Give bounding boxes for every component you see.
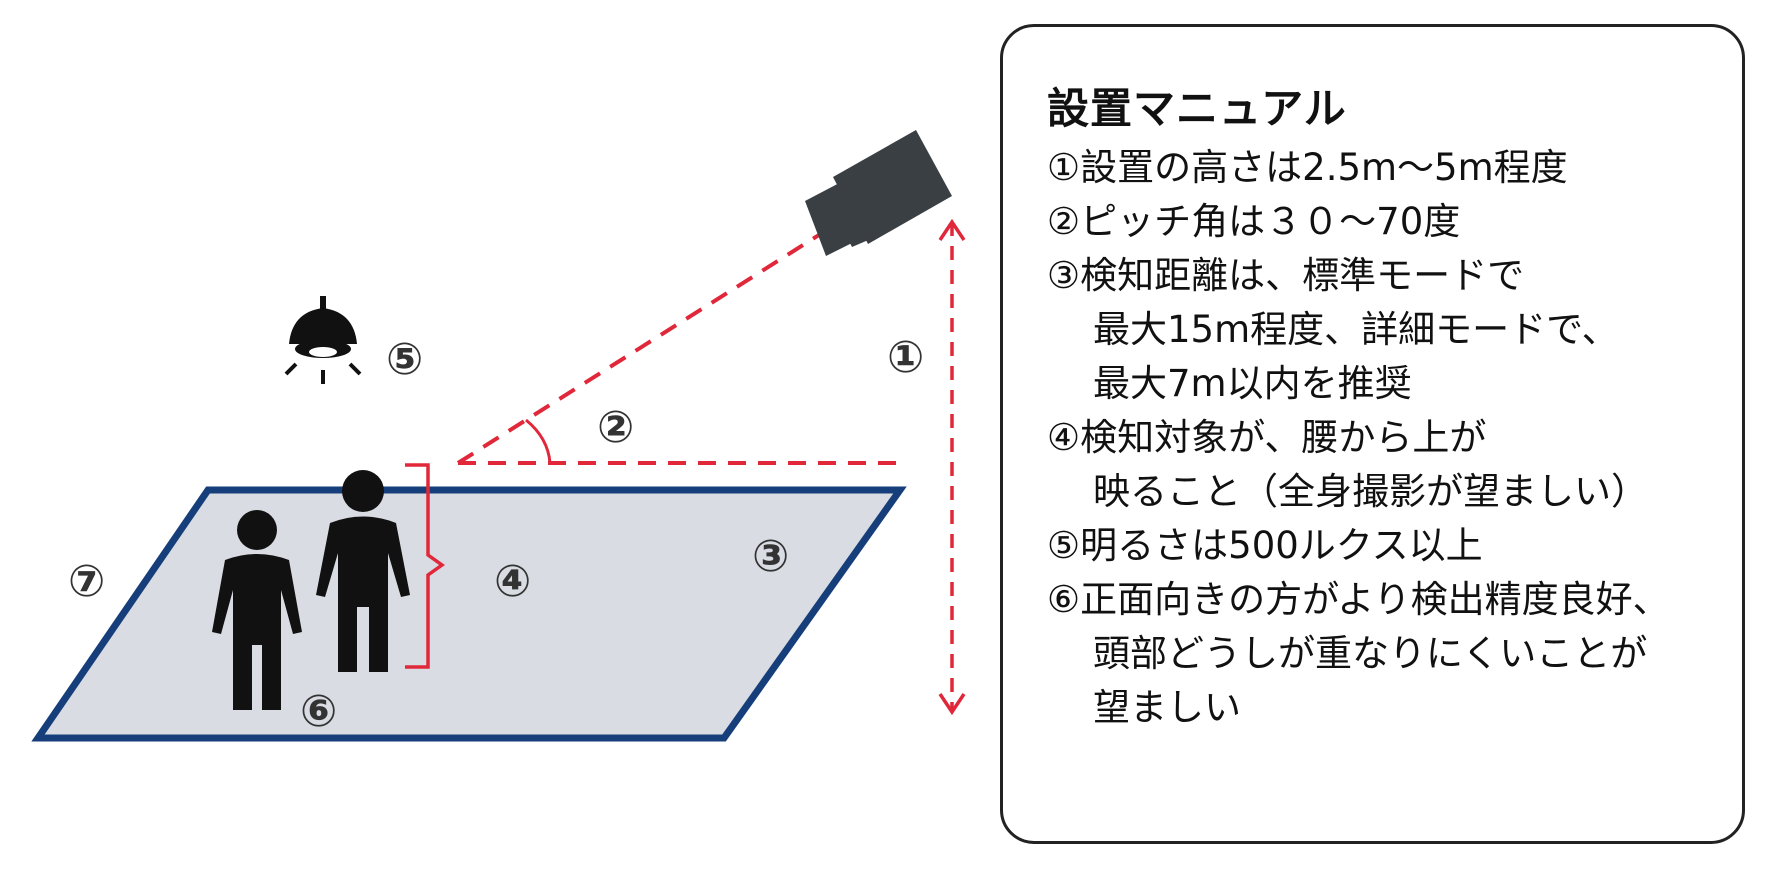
lamp-icon — [284, 296, 362, 384]
item-number: ④ — [1047, 416, 1081, 459]
manual-item: ⑤明るさは500ルクス以上 — [1047, 519, 1702, 573]
person-icon — [212, 510, 302, 710]
manual-item: ②ピッチ角は３０〜70度 — [1047, 195, 1702, 249]
person-icon — [316, 470, 410, 672]
item-number: ② — [1047, 200, 1081, 243]
label-distance: ③ — [752, 531, 789, 582]
camera-icon — [805, 130, 952, 256]
item-number: ⑥ — [1047, 578, 1081, 621]
label-brightness: ⑤ — [386, 334, 423, 385]
manual-item: ⑥正面向きの方がより検出精度良好、 頭部どうしが重なりにくいことが 望ましい — [1047, 573, 1702, 735]
item-number: ① — [1047, 146, 1081, 189]
item-text: 設置の高さは2.5m〜5m程度 — [1080, 146, 1568, 189]
manual-item: ③検知距離は、標準モードで 最大15m程度、詳細モードで、 最大7m以内を推奨 — [1047, 249, 1702, 411]
manual-item: ④検知対象が、腰から上が 映ること（全身撮影が望ましい） — [1047, 411, 1702, 519]
item-text: 明るさは500ルクス以上 — [1080, 524, 1483, 567]
item-text: ピッチ角は３０〜70度 — [1080, 200, 1461, 243]
item-text-continued: 頭部どうしが重なりにくいことが — [1093, 632, 1648, 675]
item-text-continued: 最大15m程度、詳細モードで、 — [1093, 308, 1619, 351]
detection-floor-area — [31, 486, 907, 742]
pitch-angle-arc — [525, 418, 552, 464]
installation-diagram: ① ② ③ ④ ⑤ ⑥ ⑦ — [31, 130, 966, 742]
camera-sight-line — [456, 226, 832, 465]
item-number: ⑤ — [1047, 524, 1081, 567]
item-text: 検知対象が、腰から上が — [1080, 416, 1487, 459]
item-text-continued: 最大7m以内を推奨 — [1093, 362, 1412, 405]
installation-manual-box: 設置マニュアル ①設置の高さは2.5m〜5m程度 ②ピッチ角は３０〜70度 ③検… — [1000, 24, 1745, 844]
manual-item: ①設置の高さは2.5m〜5m程度 — [1047, 141, 1702, 195]
label-height: ① — [887, 332, 924, 383]
item-number: ③ — [1047, 254, 1081, 297]
height-arrow — [938, 218, 966, 716]
item-text-continued: 望ましい — [1093, 686, 1241, 729]
manual-title: 設置マニュアル — [1047, 84, 1347, 133]
item-text: 正面向きの方がより検出精度良好、 — [1080, 578, 1670, 621]
label-orientation: ⑥ — [300, 686, 337, 737]
waist-up-bracket — [405, 463, 446, 669]
item-text: 検知距離は、標準モードで — [1080, 254, 1525, 297]
item-text-continued: 映ること（全身撮影が望ましい） — [1093, 470, 1648, 513]
label-pitch: ② — [597, 402, 634, 453]
label-area: ⑦ — [68, 556, 105, 607]
label-target: ④ — [494, 556, 531, 607]
